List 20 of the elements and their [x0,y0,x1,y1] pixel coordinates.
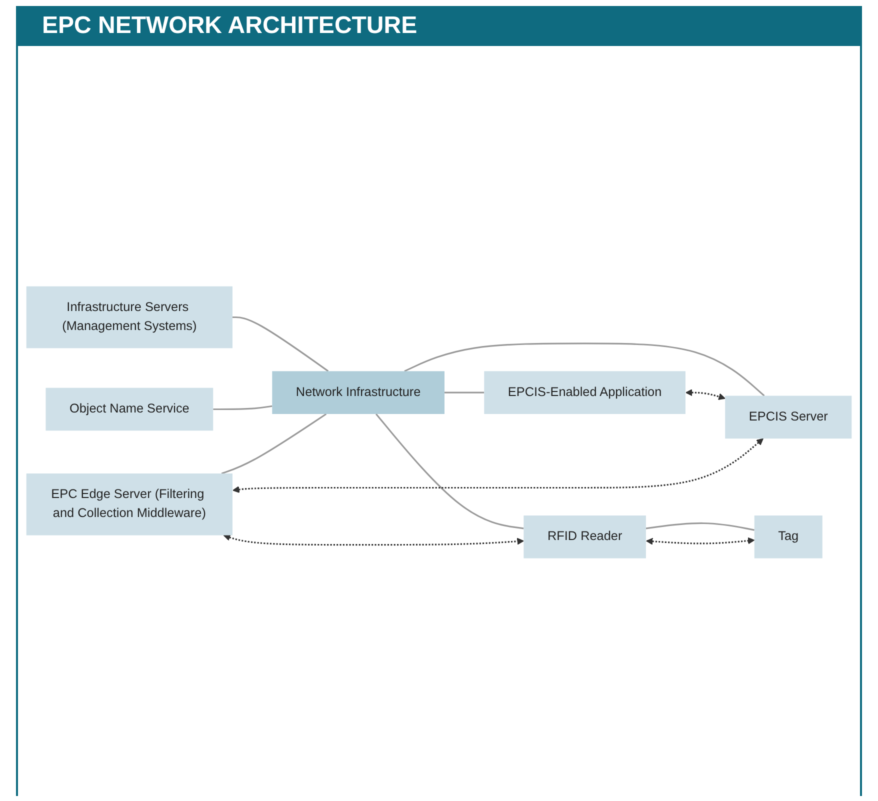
arrow [646,536,755,544]
arrow [685,388,726,400]
node-box: EPCIS Server [725,395,852,438]
connector [376,413,524,529]
connector [444,391,484,394]
connector [221,413,327,474]
node-box: Infrastructure Servers (Management Systems) [26,286,232,348]
node-box: Object Name Service [46,388,214,430]
node-box: RFID Reader [524,515,646,558]
connector [232,316,329,372]
connector [646,522,755,531]
arrow [232,438,764,493]
node-box: Tag [754,515,822,558]
node-box: EPCIS-Enabled Application [484,370,686,414]
arrow [223,534,524,546]
connector [404,342,765,396]
node-box: EPC Edge Server (Filtering and Collection Middleware) [26,473,232,535]
connector [213,405,272,410]
node-box: Network Infrastructure [272,370,444,414]
title: EPC NETWORK ARCHITECTURE [16,6,862,46]
